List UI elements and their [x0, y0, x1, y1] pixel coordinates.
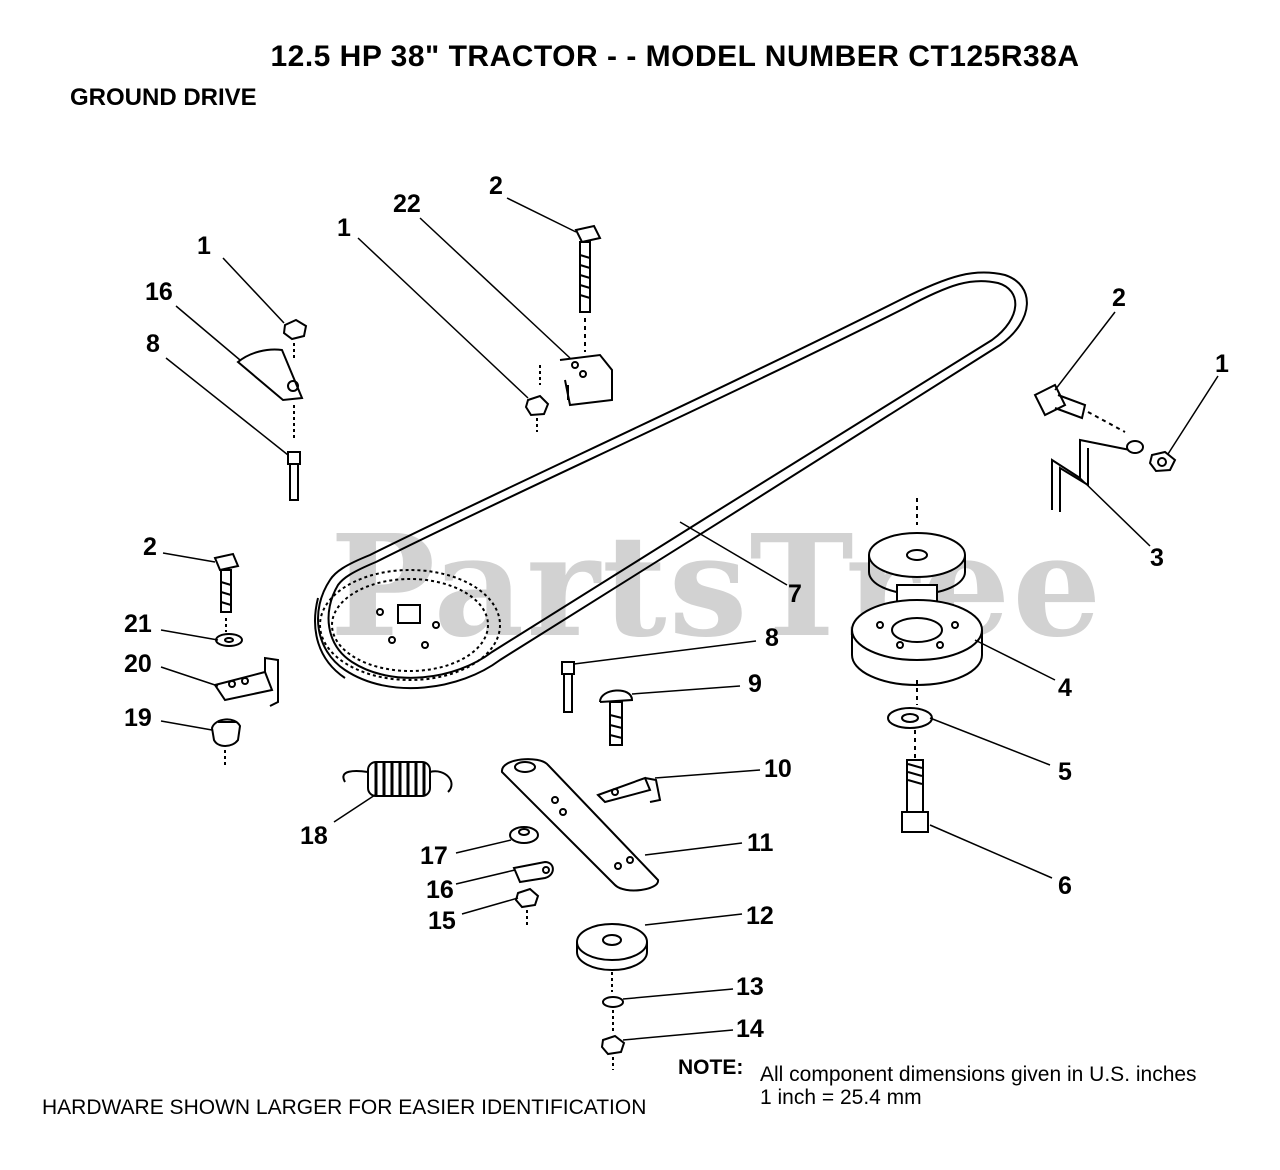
leader-lines — [160, 197, 1219, 1041]
bolt-2-right — [1033, 383, 1126, 433]
spacer-17 — [509, 826, 539, 844]
clip-16-bottom — [512, 860, 554, 884]
idler-rod-3 — [1051, 438, 1144, 512]
callout-14: 14 — [736, 1015, 764, 1043]
bolt-2-top — [574, 224, 602, 352]
bolt-2-left — [213, 552, 240, 632]
callout-2-top: 2 — [489, 172, 503, 200]
drive-belt — [314, 271, 1028, 690]
stud-8-left — [287, 451, 301, 501]
washer-21 — [215, 633, 243, 647]
callout-11: 11 — [747, 829, 774, 857]
idler-pulley-12 — [576, 923, 648, 992]
callout-16-left: 16 — [145, 278, 173, 306]
callout-7: 7 — [788, 580, 802, 608]
callout-8-middle: 8 — [765, 624, 779, 652]
nut-15 — [514, 887, 540, 925]
callout-12: 12 — [746, 902, 774, 930]
callout-5: 5 — [1058, 758, 1072, 786]
callout-18: 18 — [300, 822, 328, 850]
nut-1-right — [1148, 450, 1177, 473]
callout-1-left: 1 — [197, 232, 211, 260]
callout-2-left: 2 — [143, 533, 157, 561]
clip-16-left — [236, 348, 304, 440]
callout-2-right: 2 — [1112, 284, 1126, 312]
bracket-20 — [213, 656, 279, 707]
callout-10: 10 — [764, 755, 792, 783]
note-text: All component dimensions given in U.S. i… — [760, 1063, 1197, 1109]
diagram-title: 12.5 HP 38" TRACTOR - - MODEL NUMBER CT1… — [270, 40, 1080, 73]
callout-1-right: 1 — [1215, 350, 1229, 378]
bracket-22 — [539, 353, 613, 407]
idler-arm-11 — [501, 758, 659, 892]
callout-21: 21 — [124, 610, 152, 638]
large-pulley-hub — [376, 604, 440, 649]
washer-13 — [602, 996, 624, 1032]
nut-14 — [600, 1034, 626, 1070]
callout-17: 17 — [420, 842, 448, 870]
diagram-subtitle: GROUND DRIVE — [70, 84, 257, 111]
callout-4: 4 — [1058, 674, 1072, 702]
callout-20: 20 — [124, 650, 152, 678]
stud-8-middle — [561, 661, 575, 713]
washer-5 — [887, 707, 933, 760]
bracket-10 — [596, 776, 662, 804]
footer-note: HARDWARE SHOWN LARGER FOR EASIER IDENTIF… — [42, 1096, 647, 1119]
nut-1-left — [282, 318, 308, 360]
callout-6: 6 — [1058, 872, 1072, 900]
note-line-1: All component dimensions given in U.S. i… — [760, 1063, 1197, 1086]
spring-18 — [342, 761, 453, 797]
note-line-2: 1 inch = 25.4 mm — [760, 1086, 922, 1109]
callout-numbers: 1 16 8 1 22 2 2 1 3 7 4 5 6 2 21 20 19 8… — [124, 172, 1229, 1043]
bolt-6 — [901, 759, 929, 833]
carriage-bolt-9 — [599, 689, 634, 746]
nut-19 — [210, 718, 242, 768]
callout-9: 9 — [748, 670, 762, 698]
large-belt-pulley — [319, 569, 501, 681]
note-label: NOTE: — [678, 1056, 744, 1079]
callout-3: 3 — [1150, 544, 1164, 572]
callout-16-bottom: 16 — [426, 876, 454, 904]
nut-1-middle — [524, 394, 550, 432]
callout-1-middle: 1 — [337, 214, 351, 242]
callout-15: 15 — [428, 907, 456, 935]
callout-13: 13 — [736, 973, 764, 1001]
double-pulley — [851, 498, 983, 705]
callout-22: 22 — [393, 190, 421, 218]
callout-19: 19 — [124, 704, 152, 732]
callout-8-left: 8 — [146, 330, 160, 358]
